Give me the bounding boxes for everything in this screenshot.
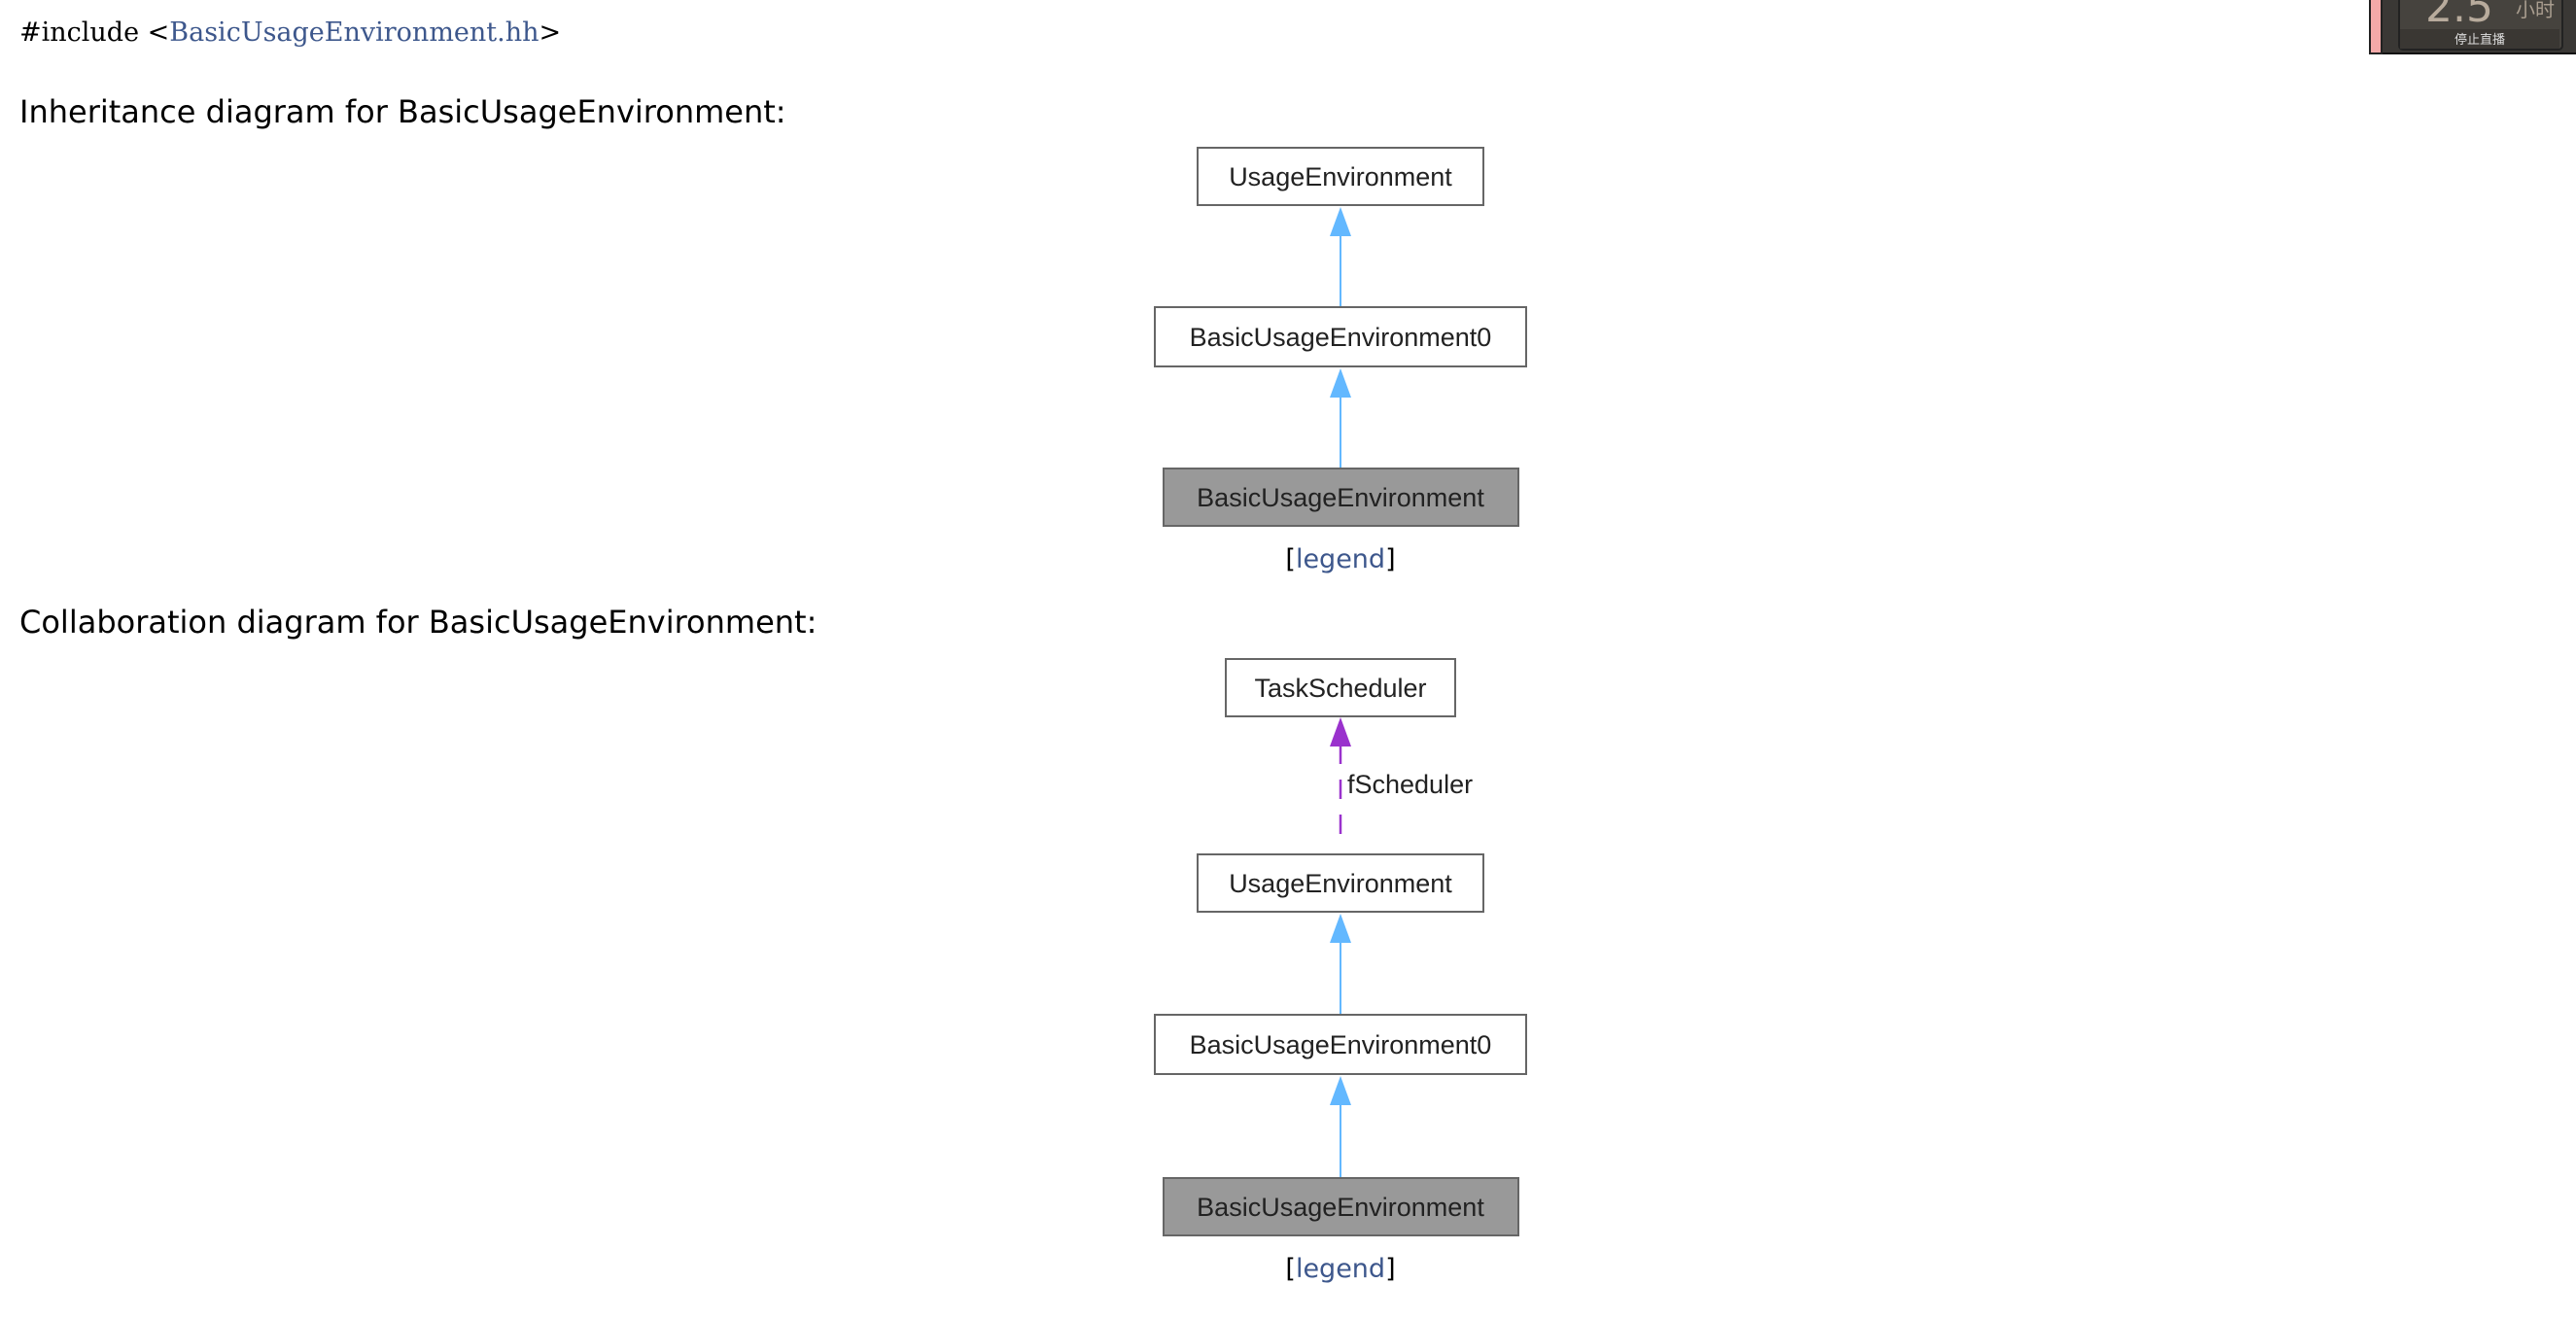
collaboration-heading: Collaboration diagram for BasicUsageEnvi… bbox=[19, 604, 818, 641]
include-keyword: #include bbox=[19, 17, 148, 48]
collaboration-diagram: fScheduler TaskScheduler UsageEnvironmen… bbox=[1154, 658, 1527, 1236]
legend-link[interactable]: legend bbox=[1295, 544, 1386, 574]
node-label: BasicUsageEnvironment bbox=[1197, 483, 1484, 512]
collaboration-legend: [legend] bbox=[1285, 1254, 1396, 1284]
node-label: BasicUsageEnvironment0 bbox=[1190, 1030, 1492, 1059]
include-file-link[interactable]: BasicUsageEnvironment.hh bbox=[169, 17, 540, 48]
open-bracket: < bbox=[147, 17, 170, 48]
close-bracket: > bbox=[539, 17, 562, 48]
node-label: BasicUsageEnvironment0 bbox=[1190, 323, 1492, 352]
node-usage-environment[interactable]: UsageEnvironment bbox=[1197, 853, 1484, 913]
inherit-arrowhead bbox=[1330, 1076, 1351, 1105]
duration-value: 2.5 bbox=[2425, 0, 2493, 32]
inherit-arrowhead bbox=[1330, 914, 1351, 943]
node-label: UsageEnvironment bbox=[1229, 869, 1452, 898]
node-basic-usage-environment: BasicUsageEnvironment bbox=[1163, 468, 1519, 527]
node-basic-usage-environment: BasicUsageEnvironment bbox=[1163, 1177, 1519, 1236]
legend-link[interactable]: legend bbox=[1295, 1254, 1386, 1284]
node-label: BasicUsageEnvironment bbox=[1197, 1193, 1484, 1222]
widget-panel: 2.5 小时 停止直播 bbox=[2383, 0, 2576, 54]
inheritance-legend: [legend] bbox=[1285, 544, 1396, 574]
node-basic-usage-environment0[interactable]: BasicUsageEnvironment0 bbox=[1154, 306, 1527, 367]
node-task-scheduler[interactable]: TaskScheduler bbox=[1225, 658, 1456, 717]
usage-arrowhead bbox=[1330, 717, 1351, 746]
node-usage-environment[interactable]: UsageEnvironment bbox=[1197, 147, 1484, 206]
duration-unit: 小时 bbox=[2516, 0, 2555, 21]
node-label: UsageEnvironment bbox=[1229, 162, 1452, 191]
inherit-arrowhead bbox=[1330, 207, 1351, 236]
widget-edge bbox=[2369, 0, 2383, 54]
edge-label-fscheduler: fScheduler bbox=[1347, 770, 1473, 799]
inheritance-heading: Inheritance diagram for BasicUsageEnviro… bbox=[19, 93, 786, 130]
inherit-arrowhead bbox=[1330, 368, 1351, 398]
node-basic-usage-environment0[interactable]: BasicUsageEnvironment0 bbox=[1154, 1014, 1527, 1075]
include-line: #include <BasicUsageEnvironment.hh> bbox=[19, 17, 561, 48]
live-stream-widget: 2.5 小时 停止直播 bbox=[2369, 0, 2576, 54]
stop-live-button[interactable]: 停止直播 bbox=[2400, 29, 2559, 49]
inheritance-diagram: UsageEnvironment BasicUsageEnvironment0 … bbox=[1154, 147, 1527, 527]
node-label: TaskScheduler bbox=[1254, 674, 1426, 703]
